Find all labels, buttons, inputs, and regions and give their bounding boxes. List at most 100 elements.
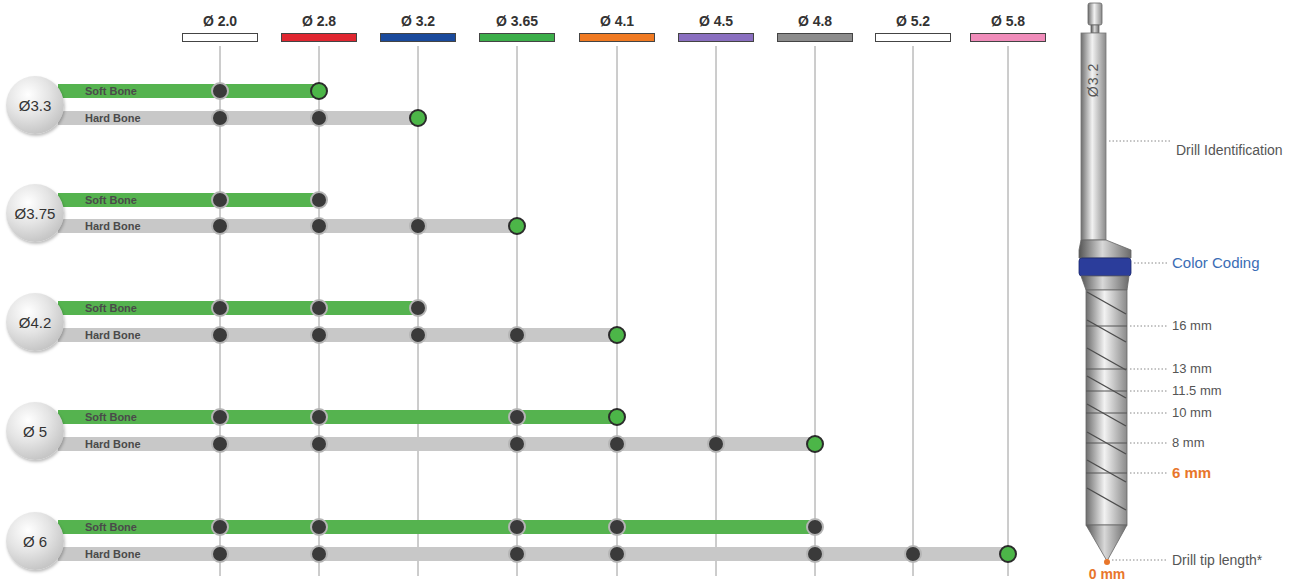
drill-step-dot — [311, 192, 327, 208]
leader-line — [1130, 326, 1168, 327]
drill-step-dot — [212, 218, 228, 234]
bone-type: Hard Bone — [85, 111, 418, 125]
tip-dot — [1104, 559, 1110, 565]
drill-size: Ø 5.2 — [873, 12, 953, 30]
bone-type: Hard Bone — [85, 437, 815, 451]
drill-step-dot — [212, 546, 228, 562]
hard-bone-bar: Hard Bone — [58, 328, 617, 342]
depth-mark: 16 mm — [1172, 318, 1212, 334]
grid-line — [815, 46, 816, 576]
grid-line — [716, 46, 717, 576]
hard-bone-bar: Hard Bone — [58, 219, 517, 233]
color-swatch — [777, 33, 853, 42]
bone-type: Soft Bone — [85, 301, 418, 315]
bone-type: Soft Bone — [85, 193, 319, 207]
drill-step-dot — [212, 436, 228, 452]
implant-circle: Ø4.2 — [6, 293, 64, 351]
callout-label: Color Coding — [1172, 255, 1260, 271]
drill-flutes — [1086, 292, 1127, 510]
drill-step-dot — [212, 192, 228, 208]
grid-line — [913, 46, 914, 576]
drill-latch — [1088, 3, 1102, 25]
hard-bone-bar: Hard Bone — [58, 547, 1008, 561]
leader-line — [1130, 413, 1168, 414]
grid-line — [1008, 46, 1009, 576]
drill-size-header: Ø 2.8 — [279, 12, 359, 42]
drill-step-dot — [410, 327, 426, 343]
drill-step-dot — [807, 436, 823, 452]
leader-line — [1109, 141, 1172, 142]
depth-mark: 8 mm — [1172, 435, 1205, 451]
leader-line — [1130, 369, 1168, 370]
drill-step-dot — [212, 409, 228, 425]
drill-step-dot — [1000, 546, 1016, 562]
implant-circle: Ø3.3 — [6, 76, 64, 134]
drill-size-header: Ø 4.8 — [775, 12, 855, 42]
color-swatch — [380, 33, 456, 42]
soft-bone-bar: Soft Bone — [58, 193, 319, 207]
drill-size: Ø 2.8 — [279, 12, 359, 30]
color-swatch — [875, 33, 951, 42]
color-swatch — [970, 33, 1046, 42]
implant-diameter: Ø3.75 — [15, 205, 56, 222]
drill-step-dot — [311, 300, 327, 316]
bone-type: Soft Bone — [85, 84, 319, 98]
drill-size: Ø 4.8 — [775, 12, 855, 30]
drill-step-dot — [905, 546, 921, 562]
grid-line — [617, 46, 618, 576]
bone-type: Soft Bone — [85, 410, 617, 424]
drill-step-dot — [609, 519, 625, 535]
drill-step-dot — [410, 300, 426, 316]
drill-step-dot — [311, 409, 327, 425]
drill-size: Ø 3.65 — [477, 12, 557, 30]
bone-type: Hard Bone — [85, 219, 517, 233]
drill-size-header: Ø 3.65 — [477, 12, 557, 42]
soft-bone-bar: Soft Bone — [58, 520, 815, 534]
depth-mark: 6 mm — [1172, 465, 1211, 481]
implant-circle: Ø 5 — [6, 402, 64, 460]
drill-step-dot — [212, 83, 228, 99]
drill-step-dot — [807, 519, 823, 535]
drill-step-dot — [212, 110, 228, 126]
soft-bone-bar: Soft Bone — [58, 410, 617, 424]
drill-step-dot — [509, 218, 525, 234]
drill-collar — [1079, 240, 1131, 258]
drill-step-dot — [311, 218, 327, 234]
leader-line — [1112, 560, 1168, 561]
drill-step-dot — [212, 327, 228, 343]
implant-circle: Ø 6 — [6, 512, 64, 570]
drill-step-dot — [410, 218, 426, 234]
color-swatch — [479, 33, 555, 42]
drill-step-dot — [311, 110, 327, 126]
drill-taper — [1081, 276, 1129, 290]
hard-bone-bar: Hard Bone — [58, 437, 815, 451]
drill-size-header: Ø 5.2 — [873, 12, 953, 42]
drill-step-dot — [609, 327, 625, 343]
hard-bone-bar: Hard Bone — [58, 111, 418, 125]
drill-step-dot — [311, 327, 327, 343]
drill-step-dot — [708, 436, 724, 452]
depth-mark: 13 mm — [1172, 361, 1212, 377]
color-band — [1079, 258, 1131, 276]
drill-size-header: Ø 5.8 — [968, 12, 1048, 42]
drill-step-dot — [807, 546, 823, 562]
depth-mark: 10 mm — [1172, 405, 1212, 421]
drill-step-dot — [609, 546, 625, 562]
drill-step-dot — [509, 409, 525, 425]
drill-step-dot — [509, 436, 525, 452]
leader-line — [1130, 391, 1168, 392]
drill-step-dot — [311, 519, 327, 535]
drill-size: Ø 4.1 — [577, 12, 657, 30]
drill-size: Ø 3.2 — [378, 12, 458, 30]
implant-diameter: Ø 5 — [23, 423, 47, 440]
drill-step-dot — [509, 546, 525, 562]
drill-step-dot — [509, 519, 525, 535]
soft-bone-bar: Soft Bone — [58, 84, 319, 98]
color-swatch — [182, 33, 258, 42]
implant-diameter: Ø 6 — [23, 533, 47, 550]
drill-step-dot — [311, 83, 327, 99]
drill-step-dot — [212, 300, 228, 316]
bone-type: Hard Bone — [85, 328, 617, 342]
leader-line — [1134, 263, 1168, 264]
